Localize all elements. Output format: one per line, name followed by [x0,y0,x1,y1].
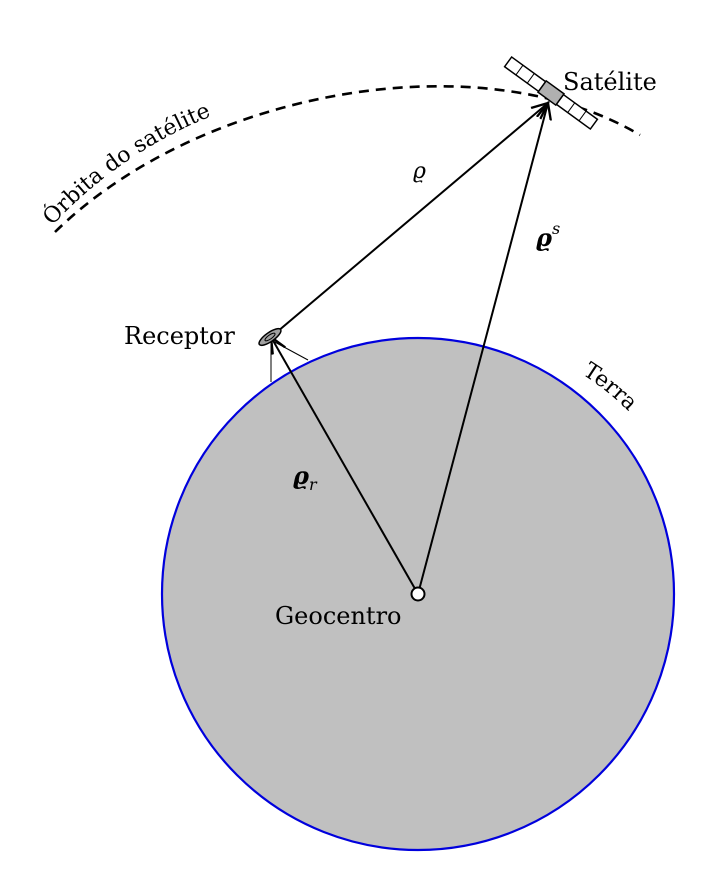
satellite-orbit-arc [54,84,641,233]
receiver-position-symbol: ϱr [293,461,318,494]
range-vector [270,103,548,338]
receiver-position-base: ϱ [293,461,310,490]
satellite-label: Satélite [563,68,657,96]
satellite-icon [503,55,599,131]
receiver-position-vector [271,337,419,595]
geocenter-point [410,586,426,602]
satellite-position-symbol: ϱs [536,219,560,252]
geocenter-label: Geocentro [275,602,402,630]
range-symbol: ϱ [413,159,426,184]
receiver-label: Receptor [124,322,235,350]
satellite-position-superscript: s [552,219,560,238]
receiver-position-subscript: r [309,475,318,494]
satellite-position-base: ϱ [536,223,553,252]
satellite-position-vector [417,103,548,595]
receiver-horizon-line-right [270,339,309,361]
orbit-label: Órbita do satélite [37,98,214,230]
receiver-antenna-icon [258,327,282,347]
